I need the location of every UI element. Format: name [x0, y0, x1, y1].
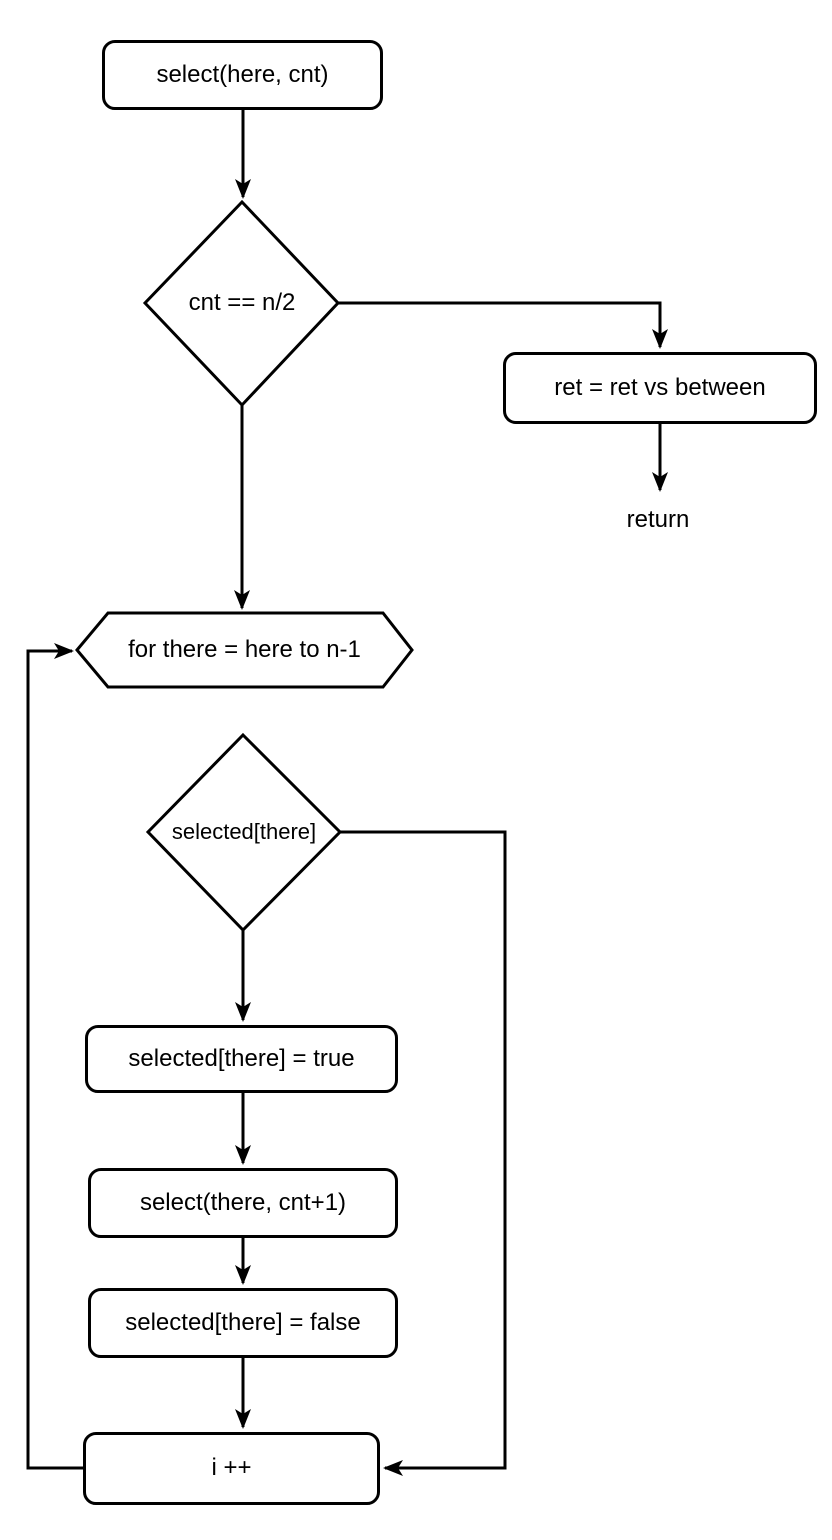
node-increment-label: i ++ [211, 1454, 252, 1482]
node-increment: i ++ [83, 1432, 380, 1505]
node-start: select(here, cnt) [102, 40, 383, 110]
node-recurse-label: select(there, cnt+1) [139, 1188, 347, 1216]
for-loop-hexagon [75, 611, 414, 689]
node-set-false-label: selected[there] = false [125, 1308, 361, 1336]
edge-increment-to-for-loop [26, 643, 85, 1470]
decision-selected-diamond [145, 732, 343, 933]
edge-decision-cnt-to-ret-update [338, 301, 668, 349]
node-set-false: selected[there] = false [88, 1288, 398, 1358]
node-set-true-label: selected[there] = true [128, 1044, 355, 1072]
node-set-true: selected[there] = true [85, 1025, 398, 1093]
decision-cnt-diamond [142, 199, 341, 408]
node-ret-update-label: ret = ret vs between [554, 373, 766, 401]
node-start-label: select(here, cnt) [156, 60, 329, 88]
node-recurse: select(there, cnt+1) [88, 1168, 398, 1238]
node-ret-update: ret = ret vs between [503, 352, 817, 424]
edge-decision-selected-to-increment [340, 830, 507, 1476]
